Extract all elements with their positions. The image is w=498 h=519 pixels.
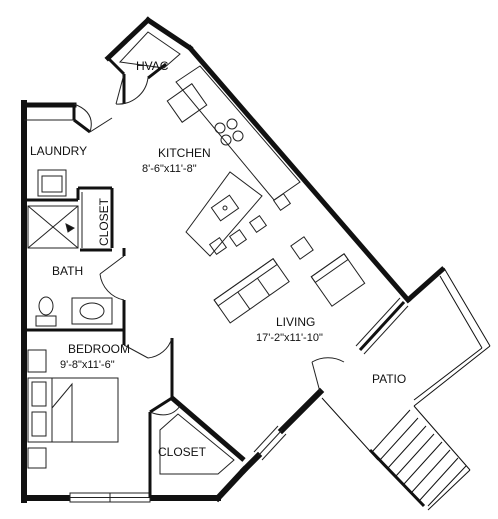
shower-icon [27,205,79,249]
doors [73,73,345,416]
bath-fixtures [27,205,113,327]
laundry-label: LAUNDRY [30,144,87,158]
bed-icon [27,377,119,443]
bed-closet-shelf [159,413,235,475]
east-diag-wall-lower [277,387,325,435]
bedroom-closet-label: CLOSET [158,445,207,459]
bedroom-size: 9'-8"x11'-6" [60,359,115,371]
hvac-north-wall [104,16,152,62]
bedroom-label: BEDROOM [68,342,130,356]
living-label: LIVING [276,315,315,329]
hvac-unit [118,31,181,69]
hall-closet-label: CLOSET [97,197,111,246]
nightstand-bottom [27,447,47,469]
bar-stools [208,192,292,256]
east-diag-wall-lower2 [239,451,263,475]
bath-label: BATH [52,264,83,278]
kitchen-fixtures [166,65,301,257]
kitchen-label: KITCHEN [158,146,211,160]
kitchen-counter [175,65,301,201]
window-living-se [253,425,287,461]
toilet-icon [35,296,57,327]
exterior-walls [21,16,412,503]
window-patio-door [355,297,409,355]
living-size: 17'-2"x11'-10" [256,332,323,344]
hvac-label: HVAC [136,59,169,73]
kitchen-sink-icon [210,194,240,222]
nightstand-top [27,349,47,373]
interior-walls [24,56,246,498]
kitchen-size: 8'-6"x11'-8" [142,163,197,175]
patio-stairs [371,409,471,511]
living-furniture [213,236,366,324]
sofa-icon [213,258,290,324]
range-icon [214,118,244,146]
laundry-fixtures [24,119,74,197]
east-diag-wall-upper [186,44,412,304]
windows [69,297,409,503]
coffee-table [290,236,314,260]
hvac-east-wall [144,16,194,52]
refrigerator [166,83,208,123]
south-diag-wall [213,465,249,503]
patio [321,266,491,511]
kitchen-island [185,171,263,257]
bedroom-furniture [27,349,119,469]
washer-icon [37,169,67,197]
patio-east-wall [406,266,446,302]
vanity-sink-icon [71,297,113,325]
patio-label: PATIO [372,372,406,386]
armchair-icon [310,253,366,307]
